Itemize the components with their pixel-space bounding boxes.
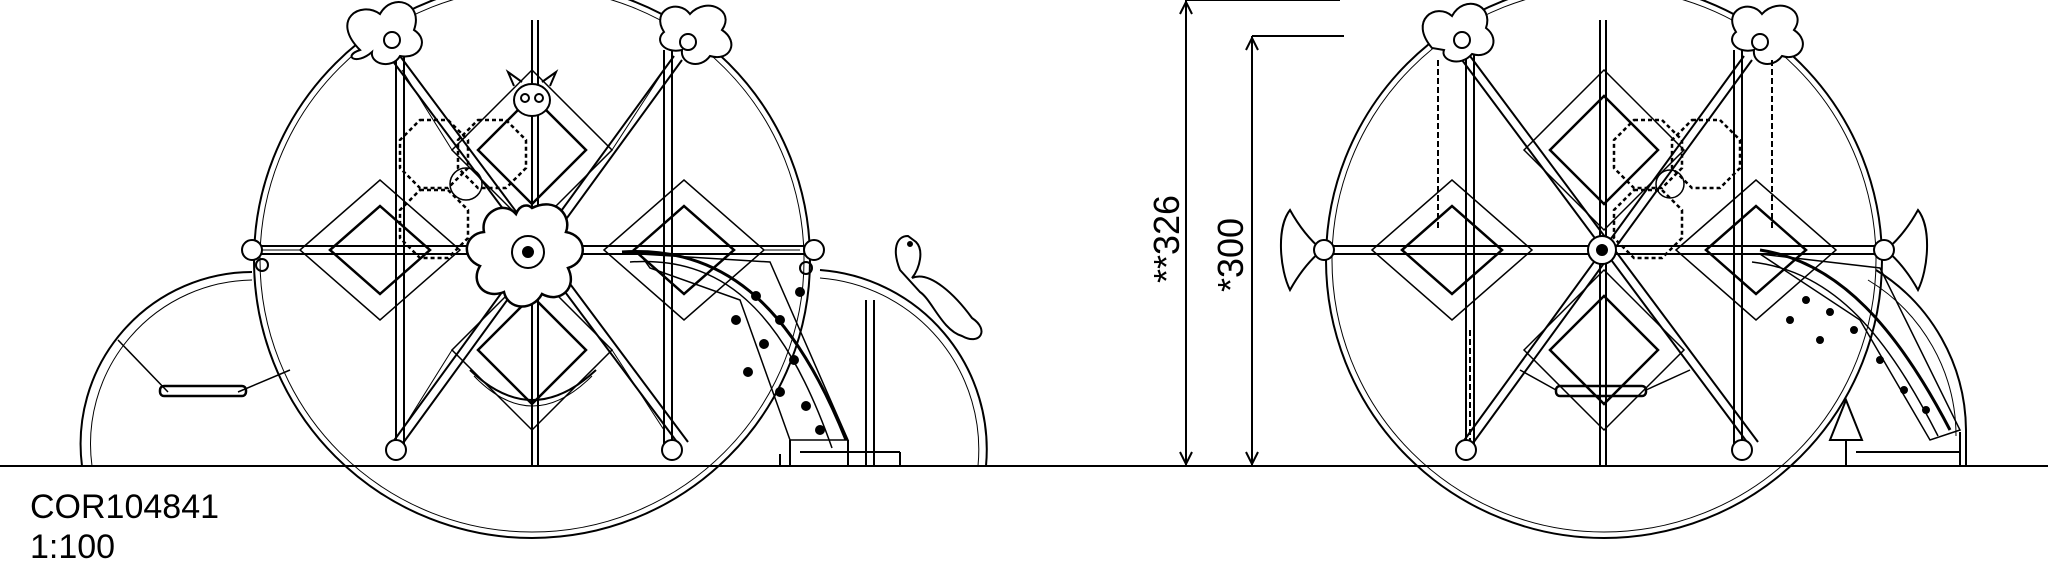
drawing-scale: 1:100 (30, 528, 116, 566)
overall-height-label: **326 (1146, 194, 1187, 283)
front-elevation (79, 0, 988, 539)
dimension-lines (1179, 0, 1344, 467)
product-code: COR104841 (30, 488, 220, 526)
side-elevation (1280, 0, 1967, 539)
platform-height-label: *300 (1210, 217, 1251, 292)
